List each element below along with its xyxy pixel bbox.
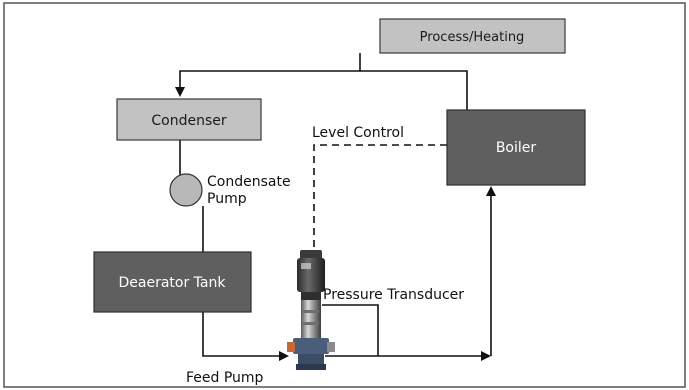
line-pressure-transducer	[322, 304, 379, 356]
condensate-pump-icon	[169, 173, 203, 207]
condensate-pump-label-line2: Pump	[207, 191, 247, 207]
node-deaerator-tank: Deaerator Tank	[93, 251, 252, 313]
connector-lines	[175, 53, 496, 361]
diagram-border	[3, 2, 686, 388]
node-process-heating: Process/Heating	[379, 18, 566, 54]
deaerator-tank-label: Deaerator Tank	[119, 275, 227, 291]
arrow-process-to-condenser	[175, 53, 361, 97]
level-control-label: Level Control	[312, 125, 404, 141]
feed-pump-label: Feed Pump	[186, 370, 264, 386]
line-level-control	[313, 144, 447, 252]
process-heating-label: Process/Heating	[420, 30, 525, 45]
line-boiler-to-process	[360, 70, 468, 110]
arrow-deaerator-to-feedpump	[202, 312, 289, 361]
feed-pump-icon	[287, 250, 335, 370]
boiler-label: Boiler	[496, 140, 537, 156]
pressure-transducer-label: Pressure Transducer	[323, 287, 464, 303]
node-boiler: Boiler	[446, 109, 586, 186]
condensate-pump-label-line1: Condensate	[207, 174, 291, 190]
node-condenser: Condenser	[116, 98, 262, 141]
condenser-label: Condenser	[151, 113, 226, 129]
